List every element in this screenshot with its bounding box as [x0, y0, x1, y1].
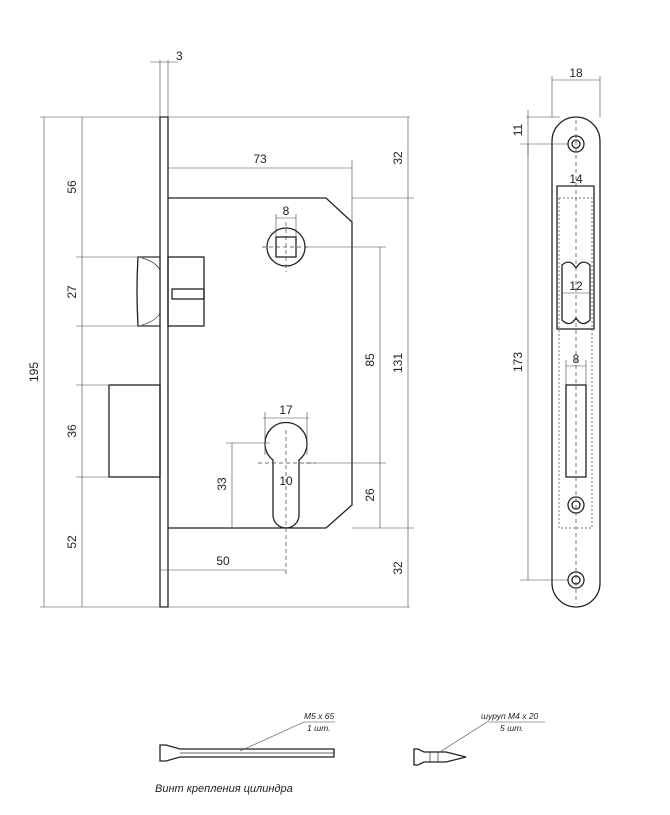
dim-top-offset: 32 [391, 151, 405, 165]
dim-backset: 50 [216, 554, 230, 568]
dim-latch-window-width: 14 [569, 172, 583, 186]
dim-cylinder-hole: 10 [279, 474, 293, 488]
latch-housing [167, 256, 205, 327]
cylinder-screw-qty: 1 шт. [307, 723, 331, 733]
dim-screw-offset: 11 [511, 123, 525, 136]
dim-backset-to-edge: 73 [253, 152, 267, 166]
dead-bolt [108, 384, 161, 478]
dim-spindle-to-cylinder: 85 [363, 353, 377, 367]
latch-bolt [136, 256, 160, 327]
wood-screw: шуруп M4 x 20 5 шт. [413, 711, 545, 766]
wood-screw-qty: 5 шт. [500, 723, 524, 733]
dim-screw-spacing: 173 [511, 352, 525, 372]
dim-cylinder-to-bottom: 26 [363, 488, 377, 502]
lock-case-outline [168, 197, 353, 529]
lock-body-side-view [108, 116, 353, 608]
wood-screw-spec: шуруп M4 x 20 [481, 711, 539, 721]
latch-spring [171, 288, 205, 300]
dim-body-height: 131 [391, 353, 405, 373]
dim-bottom-offset: 32 [391, 561, 405, 575]
dim-cylinder-height: 33 [215, 477, 229, 491]
dim-latch-height: 27 [65, 285, 79, 299]
dim-faceplate-width: 18 [569, 66, 583, 80]
cylinder-screw-spec: M5 x 65 [304, 711, 335, 721]
dim-bolt-height: 36 [65, 424, 79, 438]
faceplate-outline [551, 116, 601, 608]
front-view-dimensions: 18 11 173 14 12 8 [511, 66, 601, 581]
dim-top-to-latch: 56 [65, 180, 79, 194]
dim-total-height: 195 [27, 362, 41, 382]
dim-latch-width: 12 [569, 279, 583, 293]
latch-face [561, 261, 591, 325]
cylinder-screw-caption: Винт крепления цилиндра [155, 783, 293, 795]
cylinder-screw: M5 x 65 1 шт. Винт крепления цилиндра [155, 711, 335, 795]
dim-bottom-to-bolt: 52 [65, 535, 79, 549]
faceplate-profile [159, 116, 169, 608]
dim-faceplate-thickness: 3 [176, 49, 183, 63]
dim-cylinder-width: 17 [279, 403, 293, 417]
dim-bolt-window-width: 8 [573, 352, 580, 366]
dim-spindle-square: 8 [283, 204, 290, 218]
side-view-dimensions: 3 195 56 27 36 52 73 32 131 32 85 26 [27, 49, 414, 608]
